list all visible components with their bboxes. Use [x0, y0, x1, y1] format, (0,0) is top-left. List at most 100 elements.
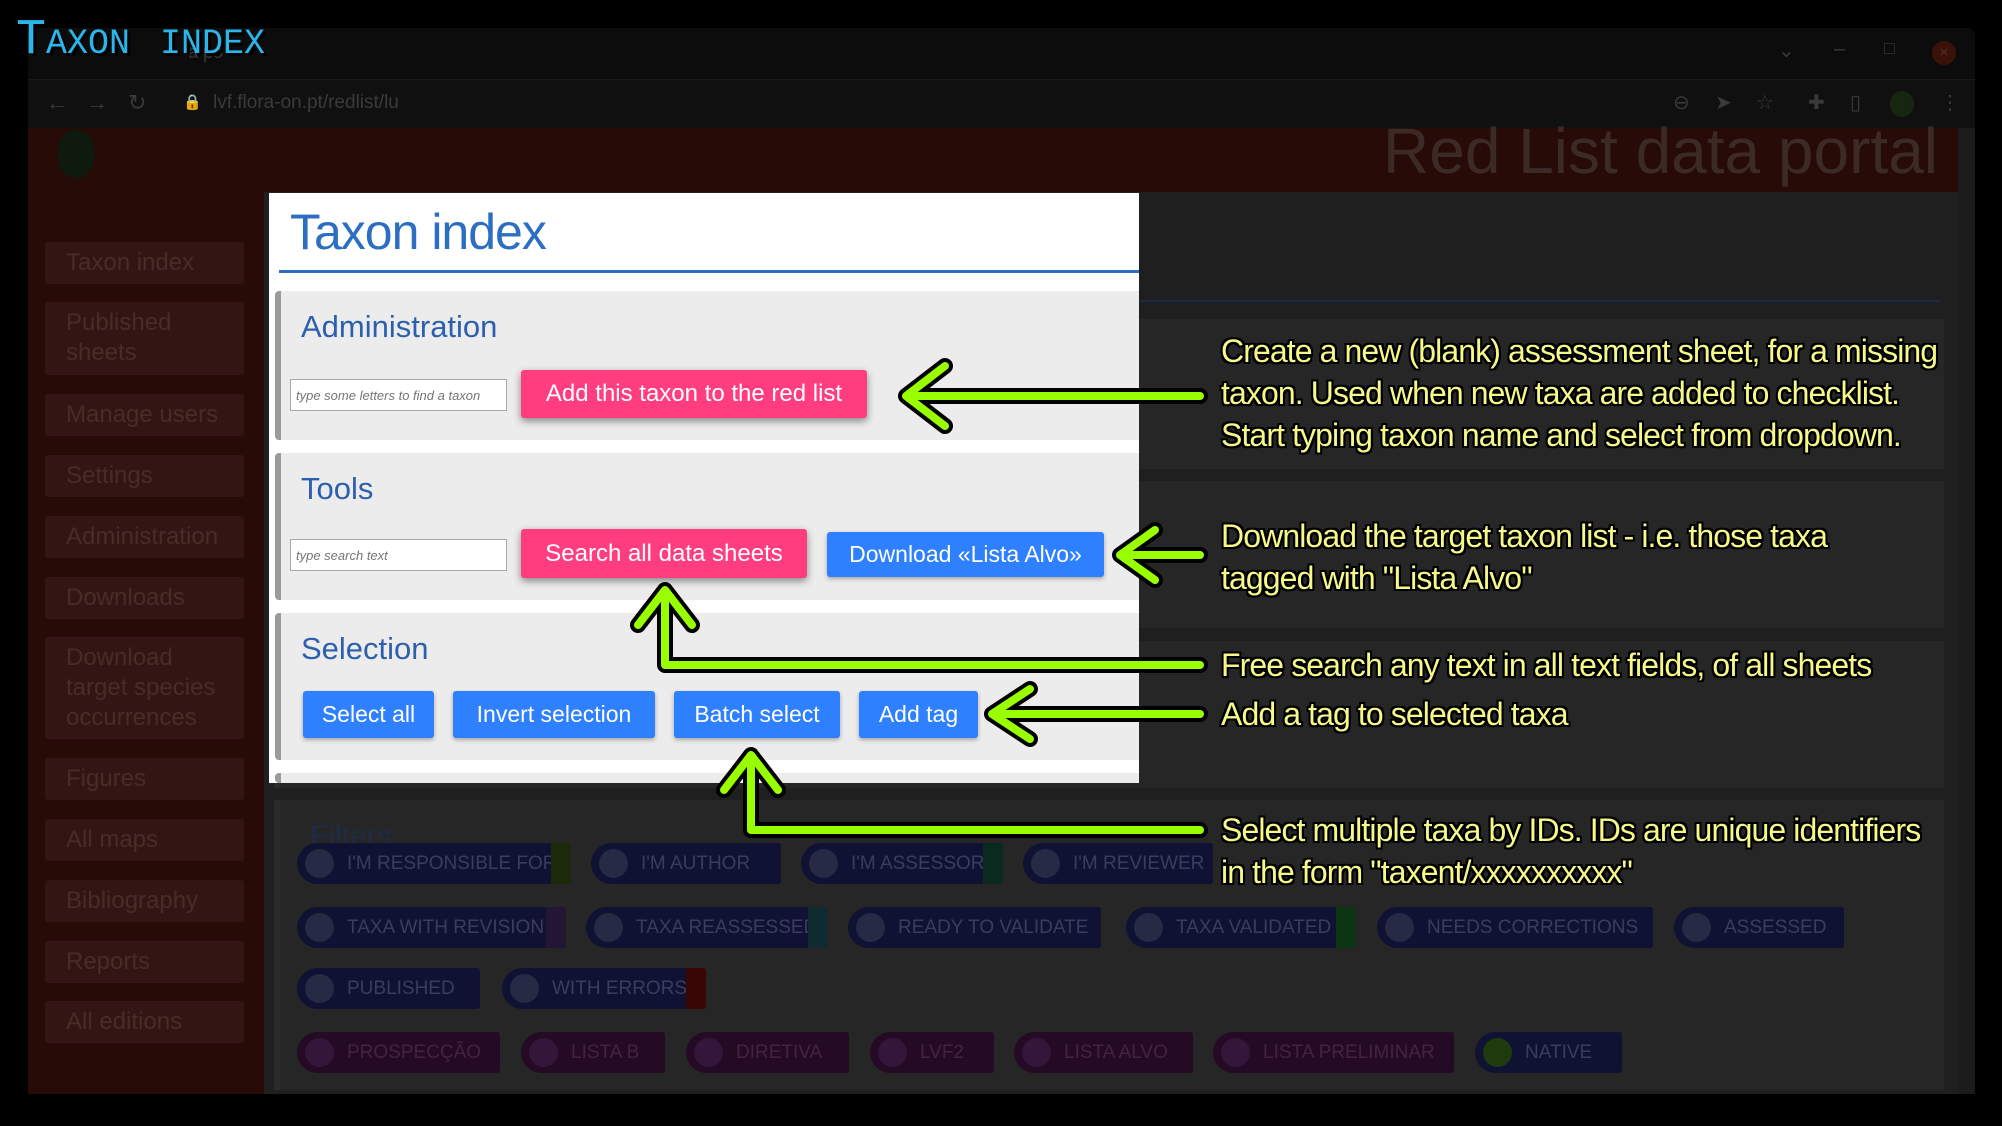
sidebar-item-manage-users[interactable]: Manage users [45, 394, 244, 436]
lock-icon: 🔒 [183, 94, 202, 111]
menu-icon[interactable]: ⋮ [1940, 92, 1960, 114]
select-all-button[interactable]: Select all [303, 691, 434, 738]
toggle-dot [1031, 849, 1060, 878]
filter-taxa-with-revision[interactable]: TAXA WITH REVISION [297, 907, 566, 948]
annotation-download: Download the target taxon list - i.e. th… [1221, 515, 1828, 599]
star-icon[interactable]: ☆ [1756, 92, 1774, 114]
toggle-dot [1221, 1038, 1250, 1067]
toggle-dot [529, 1038, 558, 1067]
filter-label: READY TO VALIDATE [898, 917, 1089, 938]
title-underline [279, 270, 1139, 273]
tab-bar: a po ⌄ – □ × [28, 28, 1975, 79]
arrow-add-tag-icon [984, 681, 1208, 747]
filter-label: LISTA PRELIMINAR [1263, 1042, 1435, 1063]
sidebar-item-all-editions[interactable]: All editions [45, 1001, 244, 1043]
find-taxon-input[interactable] [290, 379, 507, 411]
annotation-batch: Select multiple taxa by IDs. IDs are uni… [1221, 809, 1921, 893]
filter-label: I'M REVIEWER [1073, 853, 1205, 874]
toggle-dot [305, 849, 334, 878]
color-strip [551, 843, 571, 884]
filter-label: PUBLISHED [347, 978, 455, 999]
search-text-input[interactable] [290, 539, 507, 571]
send-icon[interactable]: ➤ [1715, 92, 1732, 114]
maximize-icon[interactable]: □ [1884, 38, 1895, 58]
sidebar-item-taxon-index[interactable]: Taxon index [45, 242, 244, 284]
annotation-search: Free search any text in all text fields,… [1221, 647, 1872, 683]
filter-assessor[interactable]: I'M ASSESSOR [801, 843, 1003, 884]
color-strip [686, 968, 706, 1009]
toggle-dot [594, 913, 623, 942]
sidebar-item-all-maps[interactable]: All maps [45, 819, 244, 861]
sidepanel-icon[interactable]: ▯ [1850, 92, 1862, 114]
color-strip [546, 907, 566, 948]
selection-heading: Selection [301, 631, 429, 666]
batch-select-button[interactable]: Batch select [674, 691, 840, 738]
download-lista-alvo-button[interactable]: Download «Lista Alvo» [827, 532, 1104, 577]
page-title: Taxon index [290, 204, 547, 260]
logo-icon [58, 130, 94, 178]
arrow-add-taxon-icon [898, 358, 1208, 434]
annotation-add-tag: Add a tag to selected taxa [1221, 696, 1569, 732]
back-icon[interactable]: ← [46, 90, 68, 115]
invert-selection-button[interactable]: Invert selection [453, 691, 655, 738]
selection-section: Selection Select all Invert selection Ba… [275, 613, 1139, 760]
filter-label: TAXA VALIDATED [1176, 917, 1332, 938]
tag-lvf2[interactable]: LVF2 [870, 1032, 994, 1073]
url-field[interactable]: lvf.flora-on.pt/redlist/lu [213, 92, 399, 113]
close-icon[interactable]: × [1932, 41, 1956, 65]
sidebar-item-reports[interactable]: Reports [45, 941, 244, 983]
search-all-sheets-button[interactable]: Search all data sheets [521, 529, 807, 578]
sidebar-item-settings[interactable]: Settings [45, 455, 244, 497]
toggle-dot [510, 974, 539, 1003]
toggle-dot [1022, 1038, 1051, 1067]
filter-needs-corrections[interactable]: NEEDS CORRECTIONS [1377, 907, 1653, 948]
tag-lista-b[interactable]: LISTA B [521, 1032, 665, 1073]
annotation-line: Start typing taxon name and select from … [1221, 417, 1902, 453]
toggle-dot [305, 974, 334, 1003]
annotation-line: Create a new (blank) assessment sheet, f… [1221, 333, 1938, 369]
filter-assessed[interactable]: ASSESSED [1674, 907, 1844, 948]
filter-with-errors[interactable]: WITH ERRORS [502, 968, 706, 1009]
tab-dropdown-icon[interactable]: ⌄ [1778, 40, 1795, 62]
sidebar: Taxon index Published sheets Manage user… [28, 192, 264, 1094]
color-strip [808, 907, 828, 948]
sidebar-item-download-target-species[interactable]: Download target species occurrences [45, 637, 244, 739]
toggle-dot [305, 1038, 334, 1067]
minimize-icon[interactable]: – [1834, 38, 1846, 60]
extensions-icon[interactable]: ✚ [1808, 92, 1825, 114]
arrow-download-icon [1112, 522, 1208, 588]
filter-published[interactable]: PUBLISHED [297, 968, 480, 1009]
filter-ready-to-validate[interactable]: READY TO VALIDATE [848, 907, 1101, 948]
filter-reviewer[interactable]: I'M REVIEWER [1023, 843, 1213, 884]
filter-label: I'M RESPONSIBLE FOR [347, 853, 557, 874]
sidebar-item-administration[interactable]: Administration [45, 516, 244, 558]
avatar[interactable] [1890, 91, 1914, 117]
sidebar-item-figures[interactable]: Figures [45, 758, 244, 800]
forward-icon[interactable]: → [86, 90, 108, 115]
tag-prospeccao[interactable]: PROSPECÇÃO [297, 1032, 500, 1073]
filter-responsible[interactable]: I'M RESPONSIBLE FOR [297, 843, 571, 884]
tab-title[interactable]: a po [188, 42, 224, 62]
add-tag-button[interactable]: Add tag [859, 691, 978, 738]
tag-native[interactable]: NATIVE [1475, 1032, 1622, 1073]
annotation-line: tagged with "Lista Alvo" [1221, 560, 1533, 596]
zoom-icon[interactable]: ⊖ [1673, 92, 1690, 114]
filters-section-edge [275, 773, 1139, 783]
sidebar-item-downloads[interactable]: Downloads [45, 577, 244, 619]
filter-author[interactable]: I'M AUTHOR [591, 843, 781, 884]
tag-diretiva[interactable]: DIRETIVA [686, 1032, 849, 1073]
sidebar-item-bibliography[interactable]: Bibliography [45, 880, 244, 922]
tag-lista-preliminar[interactable]: LISTA PRELIMINAR [1213, 1032, 1454, 1073]
filter-label: ASSESSED [1724, 917, 1827, 938]
filter-taxa-validated[interactable]: TAXA VALIDATED [1126, 907, 1356, 948]
add-taxon-button[interactable]: Add this taxon to the red list [521, 370, 867, 418]
reload-icon[interactable]: ↻ [128, 90, 147, 115]
filter-taxa-reassessed[interactable]: TAXA REASSESSED [586, 907, 828, 948]
annotation-add-taxon: Create a new (blank) assessment sheet, f… [1221, 330, 1938, 456]
filter-label: I'M AUTHOR [641, 853, 751, 874]
tools-section: Tools Search all data sheets Download «L… [275, 453, 1139, 600]
tag-lista-alvo[interactable]: LISTA ALVO [1014, 1032, 1193, 1073]
sidebar-item-published-sheets[interactable]: Published sheets [45, 302, 244, 375]
toggle-dot [809, 849, 838, 878]
